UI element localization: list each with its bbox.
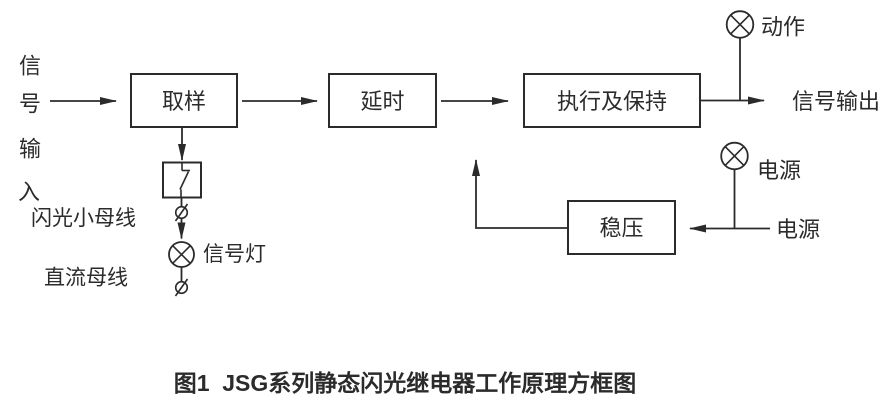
figure-caption: 图1 JSG系列静态闪光继电器工作原理方框图 [174,370,637,396]
signal-input-label: 信 号 输 入 [18,54,41,205]
regulator-output-line [472,159,568,229]
block-sampling [130,73,238,128]
signal-input-char-2: 号 [19,92,41,117]
flash-bus-label: 闪光小母线 [31,207,136,230]
block-voltage-regulator-label: 稳压 [599,216,643,241]
block-delay [328,73,437,128]
signal-input-char-4: 入 [18,180,40,205]
dc-bus-terminal-icon [174,278,189,297]
block-execute-hold [523,73,701,128]
block-delay-label: 延时 [360,89,404,114]
signal-output-label: 信号输出 [792,89,880,114]
action-lamp-label: 动作 [761,15,805,40]
power-lamp-icon [720,141,749,171]
contact-switch-icon [179,162,190,198]
flash-bus-terminal-icon [174,203,189,222]
signal-lamp-label: 信号灯 [203,243,266,266]
signal-input-char-3: 输 [19,137,41,162]
power-lamp-label: 电源 [757,158,801,183]
action-lamp-icon [725,10,755,39]
signal-lamp-icon [168,241,195,268]
block-execute-hold-label: 执行及保持 [557,89,667,114]
power-input-label: 电源 [776,217,820,242]
signal-input-char-1: 信 [19,54,41,79]
dc-bus-label: 直流母线 [44,267,128,290]
block-sampling-label: 取样 [162,89,206,114]
